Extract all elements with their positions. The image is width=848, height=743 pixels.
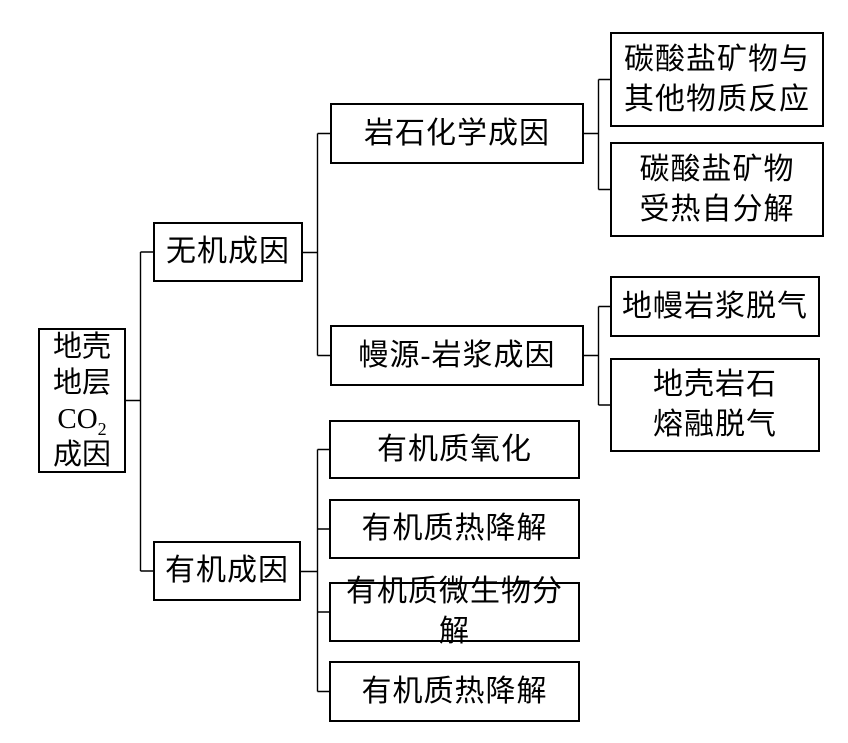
connector-organic-to-children bbox=[301, 448, 329, 693]
node-label: 地幔岩浆脱气 bbox=[622, 289, 808, 323]
node-label: 岩石化学成因 bbox=[364, 116, 550, 150]
node-label: 有机质热降解 bbox=[361, 512, 548, 545]
node-label-line: 地层 bbox=[52, 366, 111, 399]
node-label: 有机质氧化 bbox=[377, 432, 532, 466]
node-label: 有机质微生物分解 bbox=[346, 575, 563, 648]
node-organic-microbial-decomposition: 有机质微生物分解 bbox=[329, 575, 580, 648]
node-organic-origin: 有机成因 bbox=[153, 541, 301, 601]
connector-mantle-magma-to-children bbox=[584, 305, 610, 406]
node-label: 碳酸盐矿物 受热自分解 bbox=[639, 152, 795, 226]
connector-rock-chemical-to-children bbox=[584, 78, 610, 191]
node-label: 碳酸盐矿物与 其他物质反应 bbox=[624, 42, 810, 116]
node-label: 幔源-岩浆成因 bbox=[358, 338, 556, 372]
node-label-line: 成因 bbox=[52, 438, 111, 471]
connector-root-to-level1 bbox=[125, 251, 153, 572]
node-label-line: 地壳 bbox=[52, 330, 111, 363]
node-label-formula: CO2 bbox=[57, 402, 107, 439]
connector-inorganic-to-children bbox=[303, 132, 330, 357]
node-crust-rock-melting-degassing: 地壳岩石 熔融脱气 bbox=[610, 358, 820, 452]
node-label: 有机成因 bbox=[165, 554, 289, 587]
node-carbonate-thermal-self-decomposition: 碳酸盐矿物 受热自分解 bbox=[610, 142, 824, 237]
node-organic-thermal-degradation-2: 有机质热降解 bbox=[329, 661, 580, 722]
node-label: 有机质热降解 bbox=[361, 674, 548, 708]
node-organic-thermal-degradation-1: 有机质热降解 bbox=[329, 499, 580, 559]
node-inorganic-origin: 无机成因 bbox=[153, 222, 303, 282]
node-organic-matter-oxidation: 有机质氧化 bbox=[329, 420, 580, 479]
node-carbonate-mineral-reaction: 碳酸盐矿物与 其他物质反应 bbox=[610, 32, 824, 127]
formula-subscript: 2 bbox=[97, 418, 107, 439]
node-mantle-magma-origin: 幔源-岩浆成因 bbox=[330, 325, 584, 386]
node-rock-chemical-origin: 岩石化学成因 bbox=[330, 103, 584, 164]
node-mantle-magma-degassing: 地幔岩浆脱气 bbox=[610, 276, 820, 337]
node-label: 地壳岩石 熔融脱气 bbox=[653, 368, 777, 441]
node-label: 无机成因 bbox=[166, 235, 290, 268]
node-crustal-strata-co2-origin: 地壳 地层 CO2 成因 bbox=[38, 328, 126, 473]
